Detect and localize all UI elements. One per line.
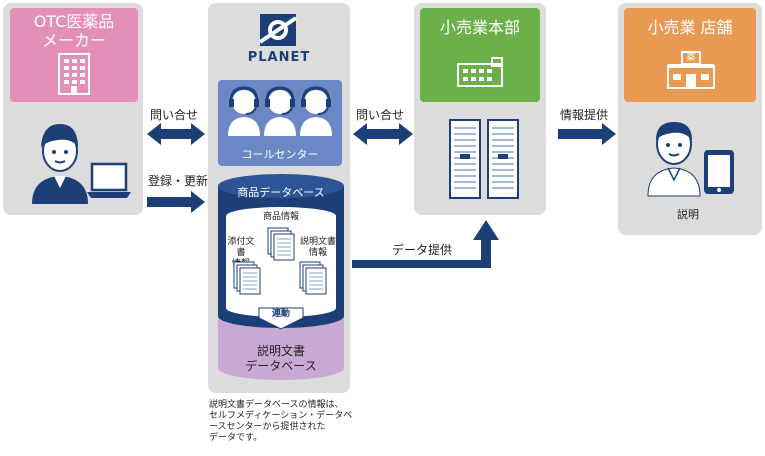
footnote: 説明文書データベースの情報は、 セルフメディケーション・データベ ースセンターか…	[209, 400, 369, 444]
footnote-line4: データです。	[209, 433, 263, 443]
footnote-line1: 説明文書データベースの情報は、	[209, 400, 344, 410]
maker-staff-icon	[32, 124, 88, 204]
data-provision-arrow	[352, 220, 499, 268]
operators-icon	[228, 86, 332, 136]
store-building-icon	[667, 51, 715, 89]
explanation-db-label: 説明文書 データベース	[216, 344, 346, 374]
data-provision-label: データ提供	[392, 243, 453, 257]
product-info-label: 商品情報	[262, 212, 299, 222]
inquiry-right-double-arrow	[353, 123, 413, 145]
explanation-doc-label: 説明文書 情報	[300, 237, 336, 259]
tablet-icon	[704, 150, 734, 194]
laptop-icon	[87, 162, 131, 198]
server-racks-icon	[449, 119, 519, 199]
document-stacks-icon	[233, 227, 327, 295]
link-down-arrow-icon	[258, 307, 304, 330]
product-db-label: 商品データベース	[237, 186, 325, 199]
inquiry-left-label: 問い合せ	[150, 108, 199, 122]
explanation-caption: 説明	[677, 208, 699, 221]
info-provision-label: 情報提供	[560, 108, 609, 122]
inquiry-left-double-arrow	[147, 123, 205, 145]
store-staff-icon	[647, 122, 701, 197]
inquiry-right-label: 問い合せ	[356, 108, 405, 122]
register-update-arrow	[147, 191, 205, 213]
planet-logo-text: PLANET	[247, 50, 311, 65]
footnote-line3: ースセンターから提供された	[209, 422, 326, 432]
package-insert-line1: 添付文書	[227, 237, 255, 258]
footnote-line2: セルフメディケーション・データベ	[209, 411, 353, 421]
planet-logo-icon	[258, 14, 298, 46]
register-update-label: 登録・更新	[148, 174, 209, 188]
call-center-label: コールセンター	[241, 148, 319, 161]
otc-maker-title-line1: OTC医薬品	[33, 12, 115, 31]
explanation-db-line1: 説明文書	[256, 344, 305, 358]
hq-building-icon	[457, 57, 503, 87]
explanation-doc-line1: 説明文書	[300, 237, 337, 247]
retail-store-title: 小売業 店舗	[647, 18, 733, 37]
store-sign-label: 薬	[686, 53, 696, 63]
otc-maker-title-line2: メーカー	[41, 31, 106, 50]
link-label: 連動	[271, 309, 290, 319]
retail-hq-title: 小売業本部	[439, 18, 520, 37]
info-provision-arrow	[558, 123, 616, 145]
explanation-db-line2: データベース	[245, 359, 317, 373]
explanation-doc-line2: 情報	[308, 248, 327, 258]
office-building-icon	[58, 53, 90, 95]
